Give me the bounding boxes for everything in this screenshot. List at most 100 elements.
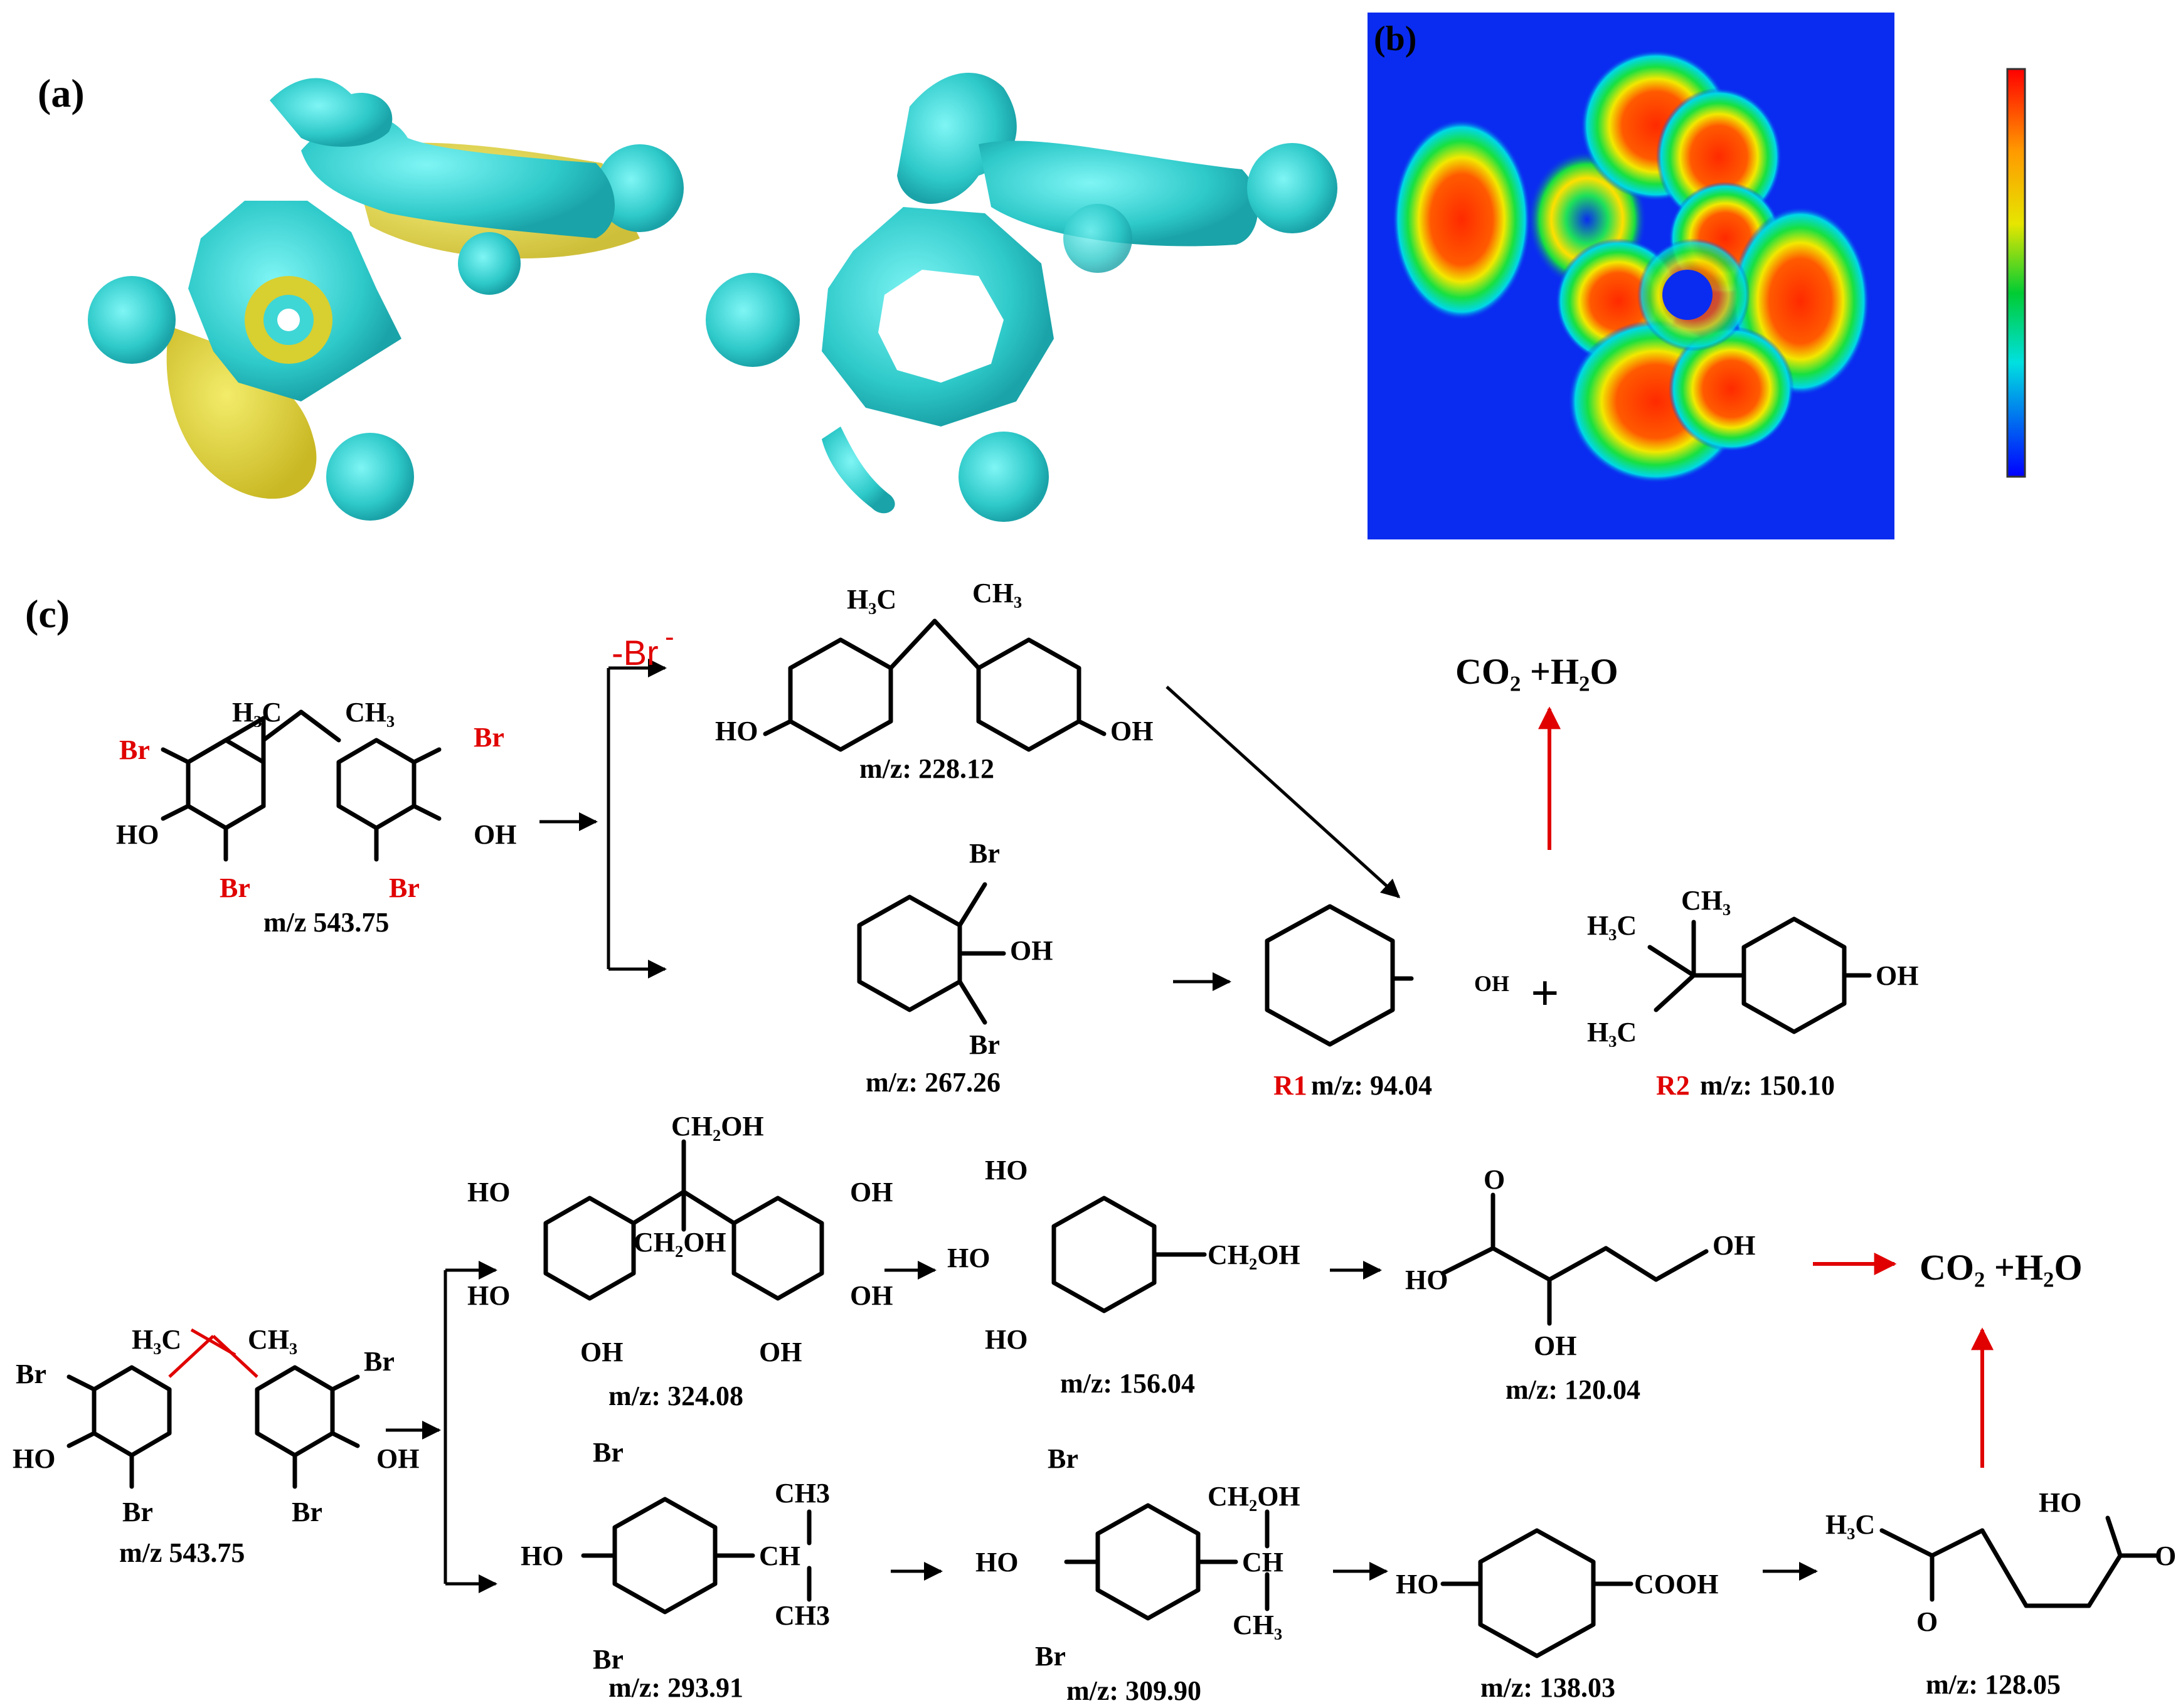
atom-ho: HO	[2039, 1487, 2081, 1518]
atom-h3c: H₃C	[1825, 1509, 1875, 1540]
atom-cooh: COOH	[1634, 1569, 1718, 1599]
atom-oh: OH	[1010, 935, 1053, 966]
bisphenol-a: H₃C CH₃ HO OH m/z: 228.12	[715, 578, 1153, 784]
atom-oh: OH	[1534, 1330, 1576, 1361]
arrow-bpa-to-phenol	[1166, 686, 1401, 899]
phenol-r1: OH R1 m/z: 94.04	[1265, 904, 1509, 1101]
product-128: H₃C O HO O m/z: 128.05	[1825, 1487, 2176, 1700]
product-co2-top: CO₂ +H₂O	[1455, 651, 1618, 692]
panel-b-label: (b)	[1374, 19, 1416, 58]
atom-br: Br	[292, 1497, 322, 1527]
r1-tag: R1	[1273, 1070, 1307, 1101]
product-324: CH₂OH CH₂OH HO HO OH OH OH OH m/z: 324.0…	[467, 1111, 893, 1411]
mz-dibromophenol: m/z: 267.26	[866, 1067, 1001, 1098]
atom-ho: HO	[467, 1177, 510, 1207]
atom-ch2oh: CH₂OH	[671, 1111, 764, 1142]
atom-ch3: CH₃	[972, 578, 1022, 608]
panel-c: (c) Br HO Br H₃C CH₃ Br OH Br m/z 543.75	[13, 578, 2176, 1706]
loss-label: -Br	[612, 633, 659, 672]
atom-ch3: CH₃	[1233, 1610, 1282, 1640]
mz-156: m/z: 156.04	[1060, 1368, 1195, 1399]
product-co2-bottom: CO₂ +H₂O	[1920, 1247, 2083, 1288]
atom-br: Br	[389, 873, 420, 903]
dibromophenol: Br OH Br m/z: 267.26	[857, 838, 1053, 1098]
atom-ch2oh: CH₂OH	[634, 1227, 726, 1258]
atom-ch3: CH₃	[248, 1324, 297, 1355]
mz-120: m/z: 120.04	[1506, 1374, 1640, 1405]
atom-br: Br	[593, 1437, 624, 1468]
mz-start-bottom: m/z 543.75	[119, 1537, 245, 1568]
atom-oh: OH	[376, 1443, 419, 1474]
atom-br: Br	[119, 735, 150, 765]
atom-ho: HO	[985, 1324, 1028, 1355]
atom-o: O	[1916, 1606, 1938, 1637]
atom-ho: HO	[947, 1243, 990, 1273]
atom-oh: OH	[580, 1337, 623, 1367]
mz-bpa: m/z: 228.12	[859, 753, 994, 784]
atom-ho: HO	[116, 819, 159, 850]
atom-oh: OH	[1713, 1230, 1755, 1261]
panel-c-label: (c)	[25, 591, 70, 636]
atom-br: Br	[16, 1359, 46, 1389]
product-309: Br HO Br CH₂OH CH CH₃ m/z: 309.90	[975, 1443, 1300, 1706]
atom-br: Br	[364, 1346, 395, 1377]
plus-sign: +	[1531, 966, 1559, 1021]
panel-a-label: (a)	[38, 71, 85, 115]
panel-a: (a)	[38, 71, 1337, 522]
atom-h3c: H₃C	[1587, 910, 1637, 941]
atom-h3c: H₃C	[1587, 1017, 1637, 1048]
atom-ch2oh: CH₂OH	[1208, 1481, 1300, 1512]
atom-oh: OH	[1110, 716, 1153, 746]
atom-br: Br	[969, 838, 1000, 869]
phenol-r2: H₃C CH₃ H₃C OH R2 m/z: 150.10	[1587, 885, 1918, 1101]
atom-o: O	[2155, 1541, 2176, 1571]
atom-ho: HO	[1405, 1265, 1448, 1295]
atom-ch: CH	[759, 1541, 800, 1571]
atom-oh: OH	[759, 1337, 802, 1367]
mz-r2: m/z: 150.10	[1700, 1070, 1835, 1101]
mz-293: m/z: 293.91	[608, 1672, 743, 1703]
product-293: Br HO Br CH3 CH CH3 m/z: 293.91	[521, 1437, 830, 1703]
atom-h3c: H₃C	[232, 697, 282, 728]
atom-ho: HO	[521, 1541, 563, 1571]
atom-ho: HO	[715, 716, 758, 746]
atom-oh: OH	[850, 1280, 893, 1311]
atom-ch2oh: CH₂OH	[1208, 1239, 1300, 1270]
atom-br: Br	[122, 1497, 153, 1527]
mz-r1: m/z: 94.04	[1311, 1070, 1432, 1101]
mz-128: m/z: 128.05	[1926, 1669, 2061, 1700]
atom-oh: OH	[1474, 971, 1509, 996]
product-120: O HO OH OH m/z: 120.04	[1405, 1164, 1755, 1405]
mz-324: m/z: 324.08	[608, 1381, 743, 1411]
atom-o: O	[1484, 1164, 1505, 1195]
atom-br: Br	[474, 722, 504, 753]
atom-ho: HO	[975, 1547, 1018, 1578]
isosurface-right	[706, 73, 1337, 522]
atom-br: Br	[1035, 1641, 1066, 1672]
atom-oh: OH	[1876, 960, 1918, 991]
atom-ch3: CH3	[775, 1600, 830, 1631]
atom-ch3: CH3	[775, 1478, 830, 1509]
atom-br: Br	[1048, 1443, 1078, 1474]
r2-tag: R2	[1656, 1070, 1690, 1101]
product-138: HO COOH m/z: 138.03	[1396, 1528, 1718, 1703]
atom-oh: OH	[850, 1177, 893, 1207]
atom-h3c: H₃C	[132, 1324, 181, 1355]
atom-br: Br	[593, 1644, 624, 1675]
atom-oh: OH	[474, 819, 516, 850]
atom-h3c: H₃C	[847, 584, 896, 615]
loss-sup: -	[665, 622, 674, 652]
atom-ch: CH	[1242, 1547, 1283, 1578]
atom-ho: HO	[467, 1280, 510, 1311]
atom-ch3: CH₃	[1681, 885, 1731, 916]
mz-309: m/z: 309.90	[1066, 1675, 1201, 1706]
product-156: HO HO HO CH₂OH m/z: 156.04	[947, 1155, 1300, 1399]
mz-138: m/z: 138.03	[1480, 1672, 1615, 1703]
tbbpa-top: Br HO Br H₃C CH₃ Br OH Br m/z 543.75	[116, 697, 516, 938]
atom-ho: HO	[1396, 1569, 1438, 1599]
atom-ch3: CH₃	[345, 697, 395, 728]
colorbar	[2006, 68, 2026, 478]
isosurface-left	[88, 78, 684, 521]
panel-b: (b)	[1368, 13, 2026, 539]
